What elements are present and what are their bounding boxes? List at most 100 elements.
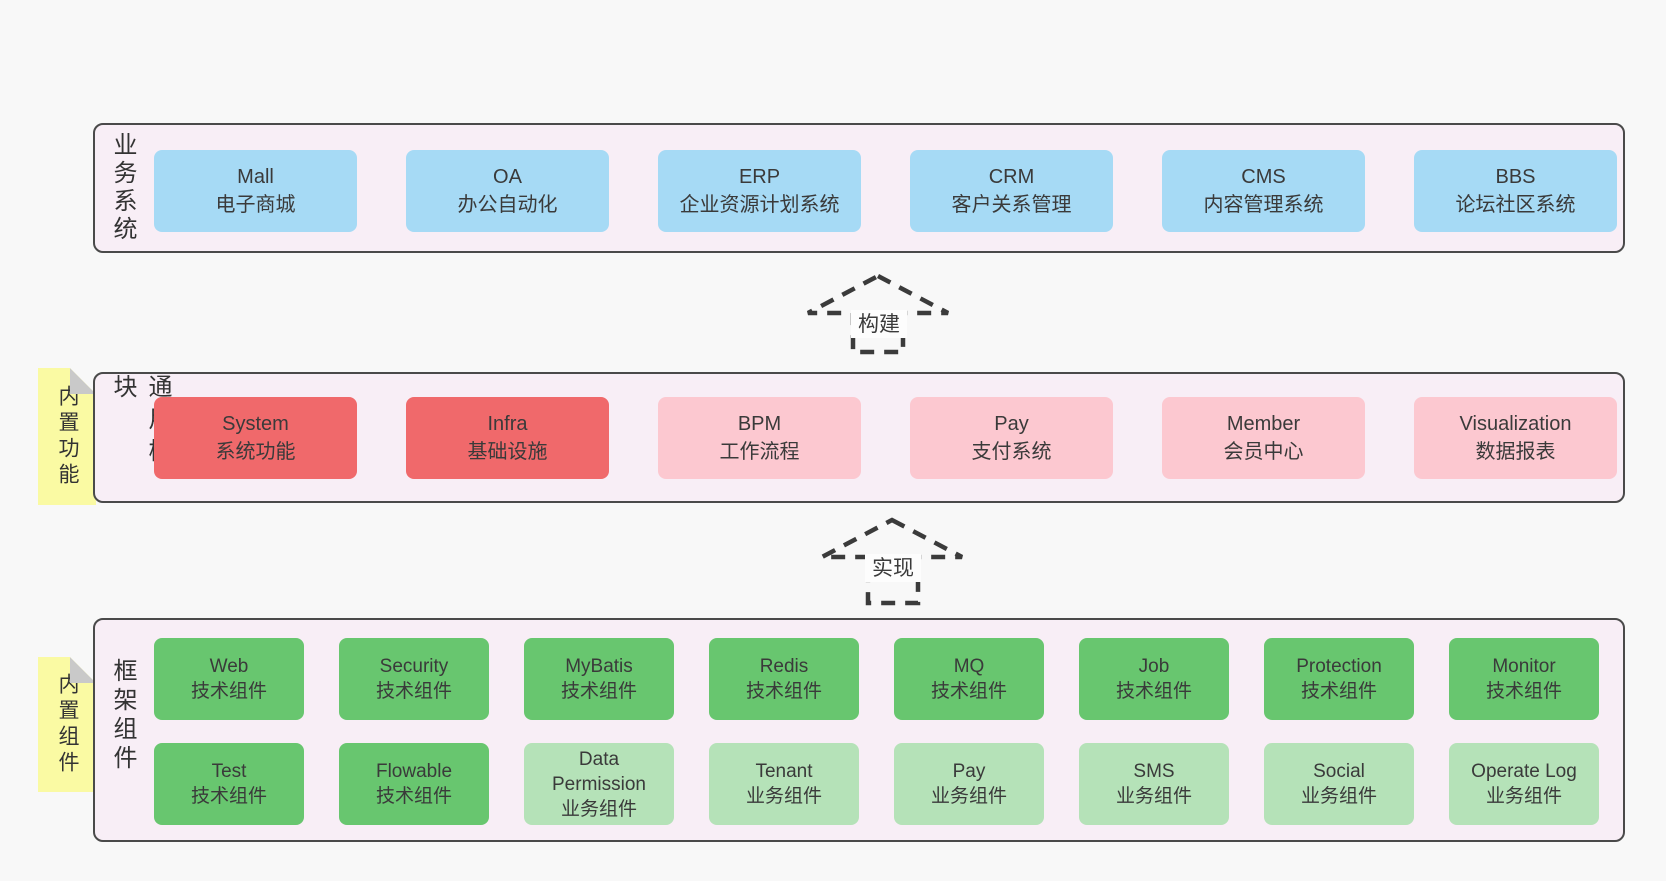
component-name: Test bbox=[211, 761, 247, 782]
component-desc: 企业资源计划系统 bbox=[679, 194, 840, 216]
module-system: System 系统功能 bbox=[154, 397, 357, 479]
builtin-components-note: 内置组件 bbox=[38, 657, 96, 792]
component-desc: 技术组件 bbox=[1115, 681, 1192, 702]
implement-arrow-label: 实现 bbox=[872, 557, 914, 580]
component-desc: 业务组件 bbox=[1300, 786, 1377, 807]
component-name: Data Permission bbox=[552, 748, 646, 795]
business-system-bbs: BBS 论坛社区系统 bbox=[1414, 150, 1617, 232]
component-desc: 内容管理系统 bbox=[1203, 194, 1324, 216]
component-protection: Protection 技术组件 bbox=[1264, 638, 1414, 720]
component-web: Web 技术组件 bbox=[154, 638, 304, 720]
component-name: BPM bbox=[737, 413, 782, 435]
component-desc: 会员中心 bbox=[1223, 441, 1304, 463]
component-desc: 电子商城 bbox=[215, 194, 296, 216]
component-operate-log: Operate Log 业务组件 bbox=[1449, 743, 1599, 825]
component-name: Pay bbox=[952, 761, 986, 782]
build-arrow: 构建 bbox=[806, 273, 950, 355]
common-modules-panel: 通用模块 System系统功能Infra基础设施BPM工作流程Pay支付系统Me… bbox=[93, 372, 1625, 503]
component-name: Pay bbox=[994, 413, 1029, 435]
builtin-features-note-text: 内置功能 bbox=[56, 384, 79, 489]
component-name: Protection bbox=[1296, 656, 1382, 677]
build-arrow-outline bbox=[806, 273, 950, 355]
common-modules-row: System 系统功能 Infra 基础设施 BPM 工作流程 Pay 支付系统 Member 会… bbox=[154, 397, 1617, 479]
component-name: OA bbox=[493, 166, 522, 188]
component-name: Redis bbox=[759, 656, 809, 677]
component-security: Security 技术组件 bbox=[339, 638, 489, 720]
module-bpm: BPM 工作流程 bbox=[658, 397, 861, 479]
component-name: Flowable bbox=[375, 761, 453, 782]
component-desc: 技术组件 bbox=[1300, 681, 1377, 702]
module-member: Member 会员中心 bbox=[1162, 397, 1365, 479]
component-sms: SMS 业务组件 bbox=[1079, 743, 1229, 825]
component-desc: 业务组件 bbox=[745, 786, 822, 807]
component-desc: 业务组件 bbox=[930, 786, 1007, 807]
component-desc: 支付系统 bbox=[971, 441, 1052, 463]
module-infra: Infra 基础设施 bbox=[406, 397, 609, 479]
module-pay: Pay 支付系统 bbox=[910, 397, 1113, 479]
framework-components-label: 框架组件 bbox=[109, 658, 136, 774]
component-name: MyBatis bbox=[565, 656, 633, 677]
component-name: ERP bbox=[738, 166, 781, 188]
implement-arrow: 实现 bbox=[820, 517, 964, 606]
component-desc: 技术组件 bbox=[375, 681, 452, 702]
component-name: MQ bbox=[953, 656, 985, 677]
component-desc: 技术组件 bbox=[1485, 681, 1562, 702]
component-name: Member bbox=[1226, 413, 1301, 435]
component-name: Operate Log bbox=[1471, 761, 1577, 782]
component-desc: 业务组件 bbox=[1485, 786, 1562, 807]
component-desc: 办公自动化 bbox=[457, 194, 558, 216]
component-desc: 客户关系管理 bbox=[951, 194, 1072, 216]
component-name: Infra bbox=[487, 413, 528, 435]
component-desc: 技术组件 bbox=[375, 786, 452, 807]
business-systems-panel: 业务系统 Mall 电子商城 OA 办公自动化 ERP 企业资源计划系统 CRM 客户关系管理… bbox=[93, 123, 1625, 253]
component-name: Web bbox=[209, 656, 249, 677]
implement-arrow-outline bbox=[820, 517, 964, 606]
component-name: Visualization bbox=[1459, 413, 1572, 435]
component-test: Test 技术组件 bbox=[154, 743, 304, 825]
build-arrow-label: 构建 bbox=[858, 313, 900, 336]
component-data-permission: Data Permission 业务组件 bbox=[524, 743, 674, 825]
component-name: CMS bbox=[1241, 166, 1286, 188]
component-name: Security bbox=[379, 656, 449, 677]
component-tenant: Tenant 业务组件 bbox=[709, 743, 859, 825]
component-job: Job 技术组件 bbox=[1079, 638, 1229, 720]
business-system-oa: OA 办公自动化 bbox=[406, 150, 609, 232]
build-arrow-label-bg bbox=[851, 310, 907, 338]
component-name: SMS bbox=[1133, 761, 1175, 782]
component-name: Mall bbox=[237, 166, 274, 188]
component-desc: 业务组件 bbox=[560, 798, 637, 820]
component-desc: 系统功能 bbox=[215, 441, 296, 463]
business-systems-label: 业务系统 bbox=[109, 132, 136, 244]
component-name: BBS bbox=[1495, 166, 1536, 188]
component-name: CRM bbox=[988, 166, 1035, 188]
business-system-crm: CRM 客户关系管理 bbox=[910, 150, 1113, 232]
implement-arrow-label-bg bbox=[865, 554, 921, 582]
business-system-erp: ERP 企业资源计划系统 bbox=[658, 150, 861, 232]
component-name: Monitor bbox=[1492, 656, 1556, 677]
component-name: System bbox=[222, 413, 289, 435]
component-desc: 技术组件 bbox=[190, 681, 267, 702]
builtin-features-note: 内置功能 bbox=[38, 368, 96, 505]
component-desc: 工作流程 bbox=[719, 441, 800, 463]
component-desc: 技术组件 bbox=[190, 786, 267, 807]
component-desc: 业务组件 bbox=[1115, 786, 1192, 807]
business-systems-row: Mall 电子商城 OA 办公自动化 ERP 企业资源计划系统 CRM 客户关系管理 CMS 内容… bbox=[154, 150, 1617, 232]
component-name: Tenant bbox=[755, 761, 813, 782]
component-desc: 数据报表 bbox=[1475, 441, 1556, 463]
component-mq: MQ 技术组件 bbox=[894, 638, 1044, 720]
business-system-mall: Mall 电子商城 bbox=[154, 150, 357, 232]
component-desc: 论坛社区系统 bbox=[1455, 194, 1576, 216]
component-desc: 技术组件 bbox=[745, 681, 822, 702]
component-pay: Pay 业务组件 bbox=[894, 743, 1044, 825]
component-redis: Redis 技术组件 bbox=[709, 638, 859, 720]
component-monitor: Monitor 技术组件 bbox=[1449, 638, 1599, 720]
business-system-cms: CMS 内容管理系统 bbox=[1162, 150, 1365, 232]
component-name: Job bbox=[1138, 656, 1170, 677]
component-desc: 基础设施 bbox=[467, 441, 548, 463]
component-desc: 技术组件 bbox=[930, 681, 1007, 702]
